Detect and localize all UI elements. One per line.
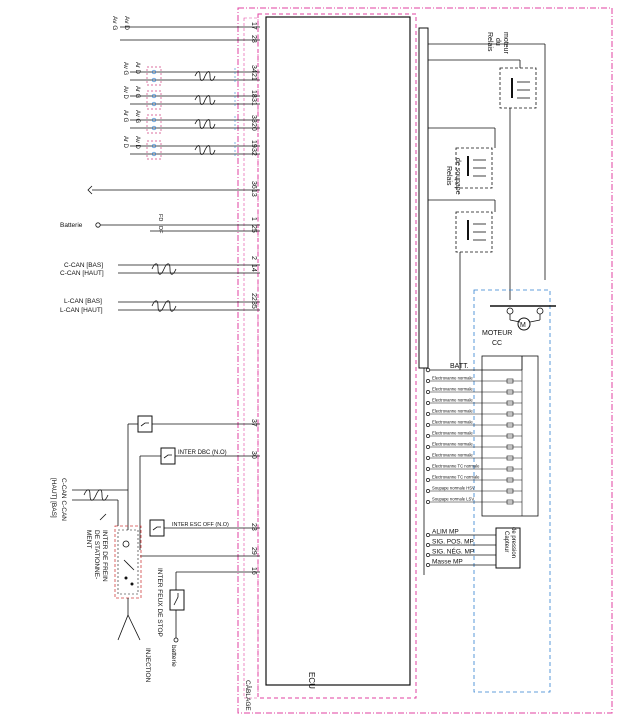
- svg-text:M: M: [520, 322, 526, 329]
- pair-label: Av G: [134, 110, 140, 124]
- wheel-sensor-pairs: Av G Ar D Av D Ar G Ar G Av G Ar D Av D: [122, 62, 260, 160]
- fd-label: FD: [157, 214, 163, 221]
- switch-esc-off: [149, 519, 165, 537]
- valve-label: Electrovanne TC normale: [432, 475, 480, 480]
- switch-37: [137, 415, 153, 433]
- pin-label-20: 20: [250, 123, 257, 131]
- pair-label: Ar G: [134, 86, 140, 99]
- pin-label-23: 23: [250, 523, 257, 531]
- pin-label-33: 33: [250, 115, 257, 123]
- ccan-twist: [151, 263, 177, 275]
- valve-label: Electrovanne normale: [432, 442, 473, 447]
- cablage-label: CÂBLAGE: [244, 680, 253, 711]
- ccan-haut-label: C-CAN [HAUT]: [60, 270, 104, 277]
- pin-label-34: 34: [250, 65, 257, 73]
- batt-label: BATT.: [450, 363, 469, 370]
- sensor-line-label: Masse MP: [432, 559, 463, 566]
- pin-label-31: 31: [250, 98, 257, 106]
- pin-label-32: 32: [250, 148, 257, 156]
- ccan-bas-label: C-CAN [BAS]: [64, 262, 103, 269]
- battery-terminal: [95, 222, 101, 228]
- pin-label-14: 14: [250, 264, 257, 272]
- sensor-line-label: SIG. NÉG. MP: [432, 547, 474, 556]
- sensor-line-label: ALIM MP: [432, 529, 459, 536]
- pair-label: Ar G: [122, 110, 128, 123]
- valve-relay-2: [455, 211, 493, 253]
- valve-label: Soupape normale LSV: [432, 497, 474, 502]
- battery-label: Batterie: [60, 222, 83, 229]
- switch-dbc: [160, 447, 176, 465]
- pair-label: Ar D: [122, 136, 128, 149]
- parking-brake-switch-box: [114, 525, 142, 599]
- pin-label-2: 2: [250, 256, 257, 260]
- motor-relay: [499, 67, 537, 109]
- pair-label: Ar D: [134, 62, 140, 75]
- pin-label-13: 13: [250, 189, 257, 197]
- valve-label: Electrovanne normale: [432, 387, 473, 392]
- pin-label-21: 21: [250, 73, 257, 81]
- inter-feux-label: INTER FEUX DE STOP: [156, 568, 163, 637]
- ecu-label: ECU: [307, 672, 316, 689]
- pin-label-25: 25: [250, 225, 257, 233]
- power-bus: [418, 27, 429, 369]
- ccan-pair-label-2: [HAUT] [BAS]: [50, 478, 57, 518]
- cc-label: CC: [492, 340, 502, 347]
- pair-label: Av D: [134, 136, 140, 150]
- sensor-line-label: SIG. POS. MP: [432, 539, 474, 546]
- pressure-sensor: [495, 527, 521, 569]
- ccan-pair-label-1: C-CAN C-CAN: [60, 478, 67, 521]
- pin-label-16: 16: [250, 567, 257, 575]
- pin-label-36: 36: [250, 181, 257, 189]
- lcan-bas-label: L-CAN [BAS]: [64, 298, 102, 305]
- batterie2-label: batterie: [170, 645, 177, 667]
- hydraulic-unit: [473, 289, 551, 693]
- inter-frein-label: INTER DE FREINDE STATIONNE-MENT: [85, 530, 108, 582]
- cablage-frame: [237, 7, 613, 714]
- pin-label-1: 1: [250, 217, 257, 221]
- pin-label-28: 28: [250, 35, 257, 43]
- valve-label: Electrovanne normale: [432, 376, 473, 381]
- motor-cc-symbol: [517, 317, 531, 331]
- injection-label: INJECTION: [144, 648, 151, 683]
- relais-moteur-label: Relaisdumoteur: [486, 32, 509, 54]
- valve-label: Soupape normale HSV: [432, 486, 475, 491]
- pin-label-22: 22: [250, 293, 257, 301]
- inter-esc-label: INTER ESC OFF (N.O): [172, 522, 229, 528]
- pin-label-30: 30: [250, 451, 257, 459]
- valve-label: Electrovanne TC normale: [432, 464, 480, 469]
- label-av-g-top: Av G: [111, 16, 118, 30]
- valve-label: Electrovanne normale: [432, 409, 473, 414]
- valve-label: Electrovanne normale: [432, 453, 473, 458]
- ecu-box: [265, 16, 411, 686]
- pair-label: Av D: [122, 86, 128, 100]
- label-av-d-top: Av D: [123, 16, 130, 30]
- pin-label-18: 18: [250, 90, 257, 98]
- valve-relay-1: [455, 147, 493, 189]
- lcan-haut-label: L-CAN [HAUT]: [60, 307, 103, 314]
- lcan-twist: [151, 300, 177, 312]
- valve-label: Electrovanne normale: [432, 398, 473, 403]
- stop-lamp-switch: [169, 589, 185, 611]
- df-label: DF: [157, 226, 163, 234]
- pin-label-37: 37: [250, 419, 257, 427]
- moteur-label: MOTEUR: [482, 330, 512, 337]
- capteur-label: Capteurde pression: [503, 527, 516, 558]
- pin-label-17: 17: [250, 22, 257, 30]
- valve-label: Electrovanne normale: [432, 431, 473, 436]
- pair-label: Av G: [122, 62, 128, 76]
- ecu-frame: [257, 13, 417, 699]
- pin-label-19: 19: [250, 140, 257, 148]
- inter-dbc-label: INTER DBC (N.O): [178, 450, 227, 456]
- pin-label-35: 35: [250, 301, 257, 309]
- pin-label-29: 29: [250, 547, 257, 555]
- valve-label: Electrovanne normale: [432, 420, 473, 425]
